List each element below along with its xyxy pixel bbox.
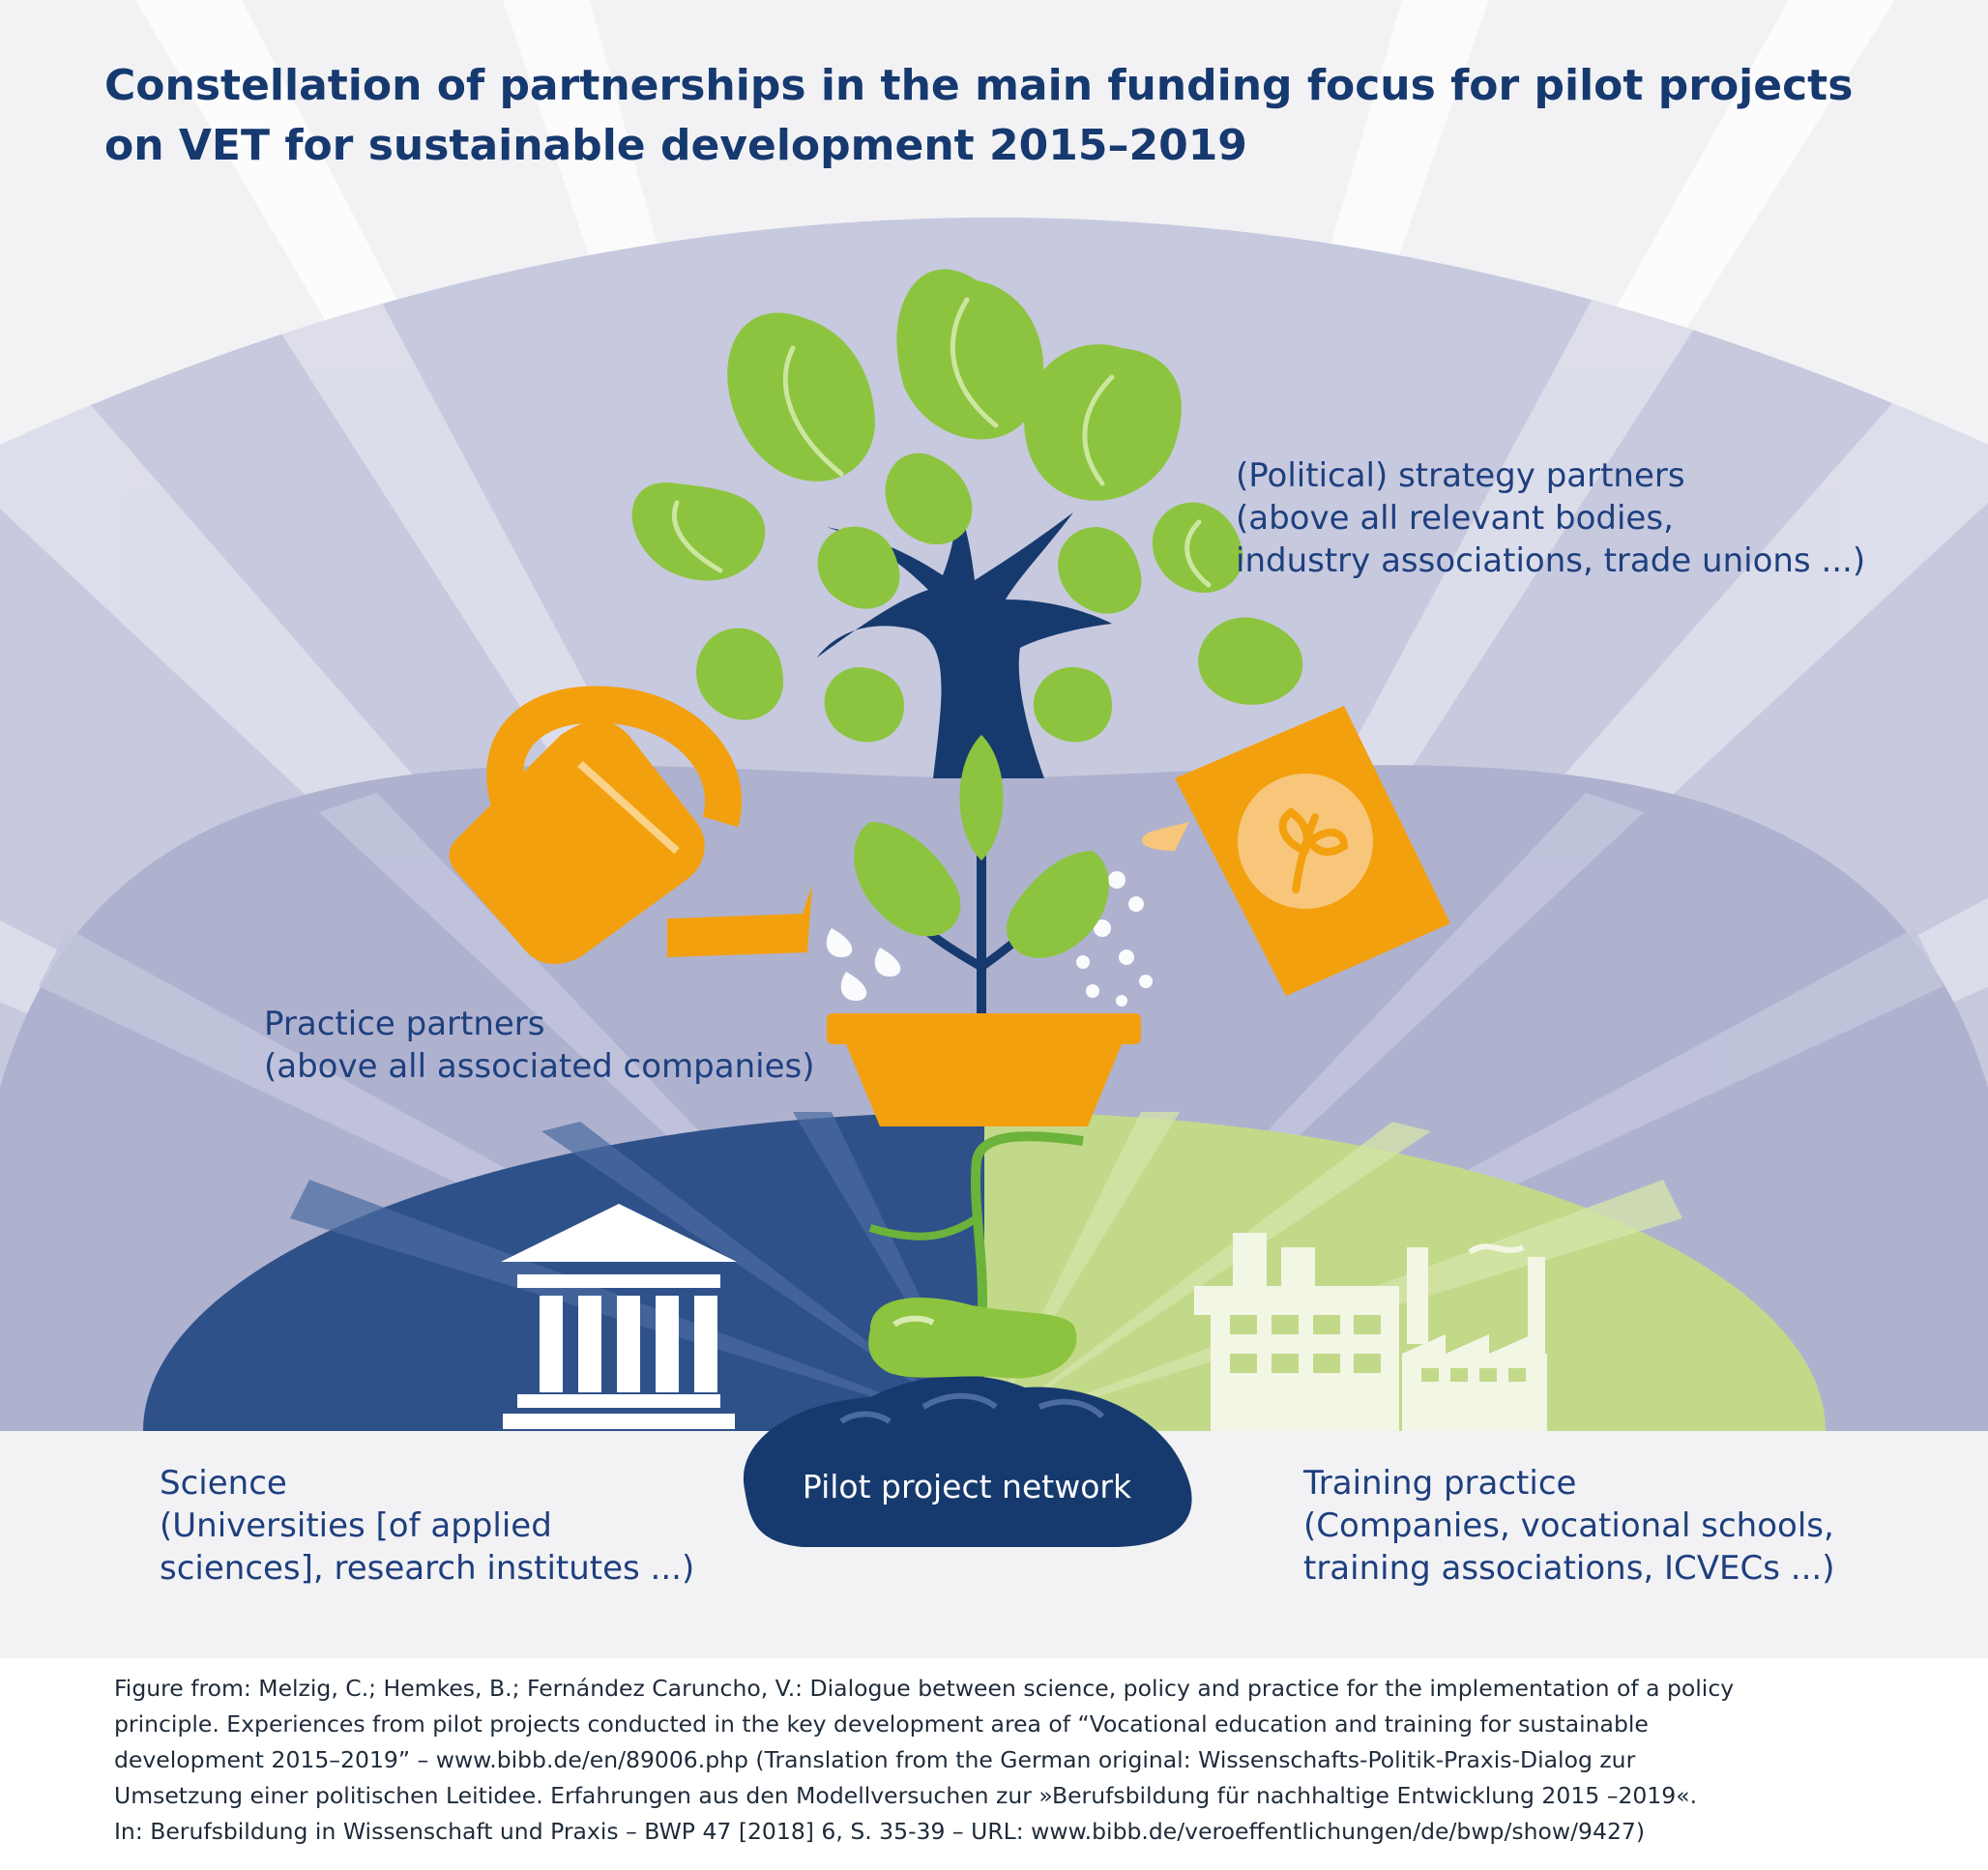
potted-plant-icon [827, 735, 1141, 1126]
factory-icon [1194, 1233, 1547, 1431]
practice-line-1: Practice partners [264, 1005, 545, 1043]
caption-line-3: development 2015–2019” – www.bibb.de/en/… [114, 1746, 1636, 1773]
practice-partners-label: Practice partners (above all associated … [264, 1003, 814, 1088]
water-drops [826, 871, 1153, 1007]
tree-leaves [631, 269, 1303, 743]
training-line-3: training associations, ICVECs ...) [1303, 1549, 1835, 1588]
caption-line-5: In: Berufsbildung in Wissenschaft und Pr… [114, 1818, 1646, 1845]
training-line-1: Training practice [1303, 1464, 1577, 1503]
training-practice-label: Training practice (Companies, vocational… [1303, 1462, 1834, 1590]
soil-mound [743, 1375, 1192, 1547]
title-line-1: Constellation of partnerships in the mai… [104, 61, 1854, 110]
watering-can-icon [449, 686, 812, 964]
science-line-2: (Universities [of applied [160, 1506, 552, 1545]
caption-line-4: Umsetzung einer politischen Leitidee. Er… [114, 1782, 1698, 1809]
sprouting-seed-icon [743, 1131, 1192, 1547]
caption-line-1: Figure from: Melzig, C.; Hemkes, B.; Fer… [114, 1675, 1735, 1702]
page-title: Constellation of partnerships in the mai… [104, 56, 1903, 176]
science-line-3: sciences], research institutes ...) [160, 1549, 695, 1588]
caption-background [0, 1658, 1988, 1870]
strategy-partners-label: (Political) strategy partners (above all… [1236, 454, 1865, 582]
practice-line-2: (above all associated companies) [264, 1047, 815, 1086]
strategy-line-2: (above all relevant bodies, [1236, 499, 1674, 538]
strategy-line-1: (Political) strategy partners [1236, 456, 1685, 495]
training-line-2: (Companies, vocational schools, [1303, 1506, 1834, 1545]
caption-line-2: principle. Experiences from pilot projec… [114, 1710, 1649, 1738]
science-line-1: Science [160, 1464, 287, 1503]
pilot-project-network-label: Pilot project network [802, 1468, 1132, 1505]
figure-caption: Figure from: Melzig, C.; Hemkes, B.; Fer… [114, 1671, 1932, 1850]
science-label: Science (Universities [of applied scienc… [160, 1462, 694, 1590]
strategy-line-3: industry associations, trade unions ...) [1236, 541, 1866, 580]
university-building-icon [501, 1204, 737, 1429]
tree-leaf-veins [671, 297, 1212, 588]
title-line-2: on VET for sustainable development 2015–… [104, 121, 1247, 170]
seed-packet-icon [1141, 706, 1450, 996]
tree-trunk [817, 503, 1112, 778]
tree-icon [631, 269, 1303, 778]
